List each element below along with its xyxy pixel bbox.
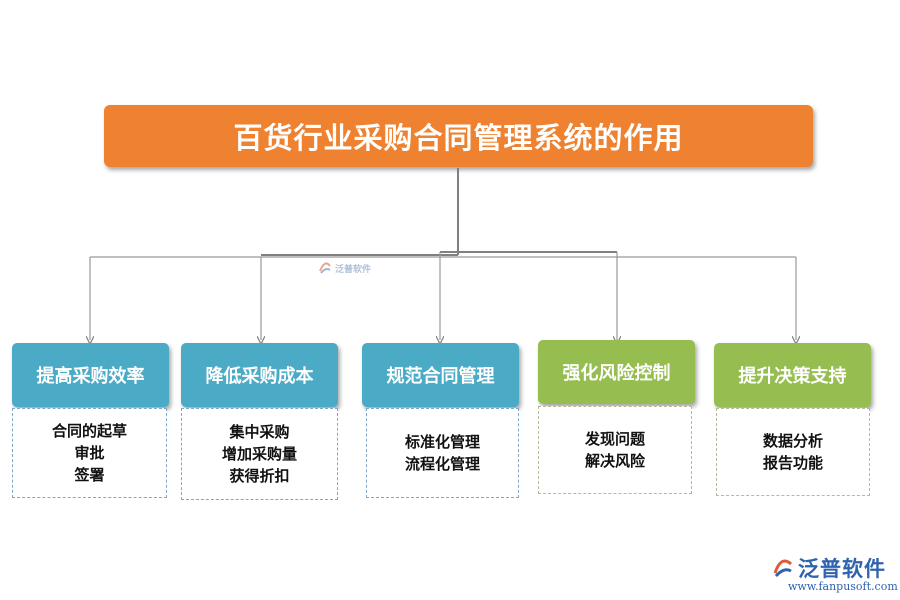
- detail-box-cost: 集中采购 增加采购量 获得折扣: [181, 408, 338, 500]
- detail-item: 报告功能: [762, 454, 823, 472]
- detail-box-risk: 发现问题 解决风险: [538, 406, 692, 494]
- category-cost: 降低采购成本: [181, 343, 338, 407]
- detail-item: 获得折扣: [229, 467, 290, 485]
- category-risk: 强化风险控制: [538, 340, 695, 404]
- detail-item: 审批: [74, 444, 105, 462]
- detail-item: 发现问题: [584, 430, 645, 448]
- category-decision: 提升决策支持: [714, 343, 871, 407]
- detail-item: 集中采购: [229, 423, 290, 441]
- detail-box-contract: 标准化管理 流程化管理: [366, 408, 519, 498]
- watermark: 泛普软件: [318, 261, 371, 275]
- detail-item: 合同的起草: [51, 422, 127, 440]
- diagram-title: 百货行业采购合同管理系统的作用: [104, 105, 813, 167]
- detail-item: 流程化管理: [404, 455, 480, 473]
- detail-item: 增加采购量: [221, 445, 297, 463]
- detail-box-decision: 数据分析 报告功能: [716, 408, 870, 496]
- brand-logo: 泛普软件: [772, 553, 886, 583]
- logo-url: www.fanpusoft.com: [788, 580, 898, 593]
- category-contract: 规范合同管理: [362, 343, 519, 407]
- logo-text: 泛普软件: [798, 557, 886, 581]
- detail-item: 解决风险: [584, 452, 645, 470]
- detail-box-efficiency: 合同的起草 审批 签署: [12, 408, 167, 498]
- watermark-text: 泛普软件: [335, 264, 372, 275]
- fanpu-watermark-icon: [319, 262, 331, 274]
- detail-item: 标准化管理: [404, 433, 480, 451]
- detail-item: 签署: [74, 466, 105, 484]
- detail-item: 数据分析: [762, 432, 823, 450]
- category-efficiency: 提高采购效率: [12, 343, 169, 407]
- fanpu-logo-icon: [773, 559, 793, 578]
